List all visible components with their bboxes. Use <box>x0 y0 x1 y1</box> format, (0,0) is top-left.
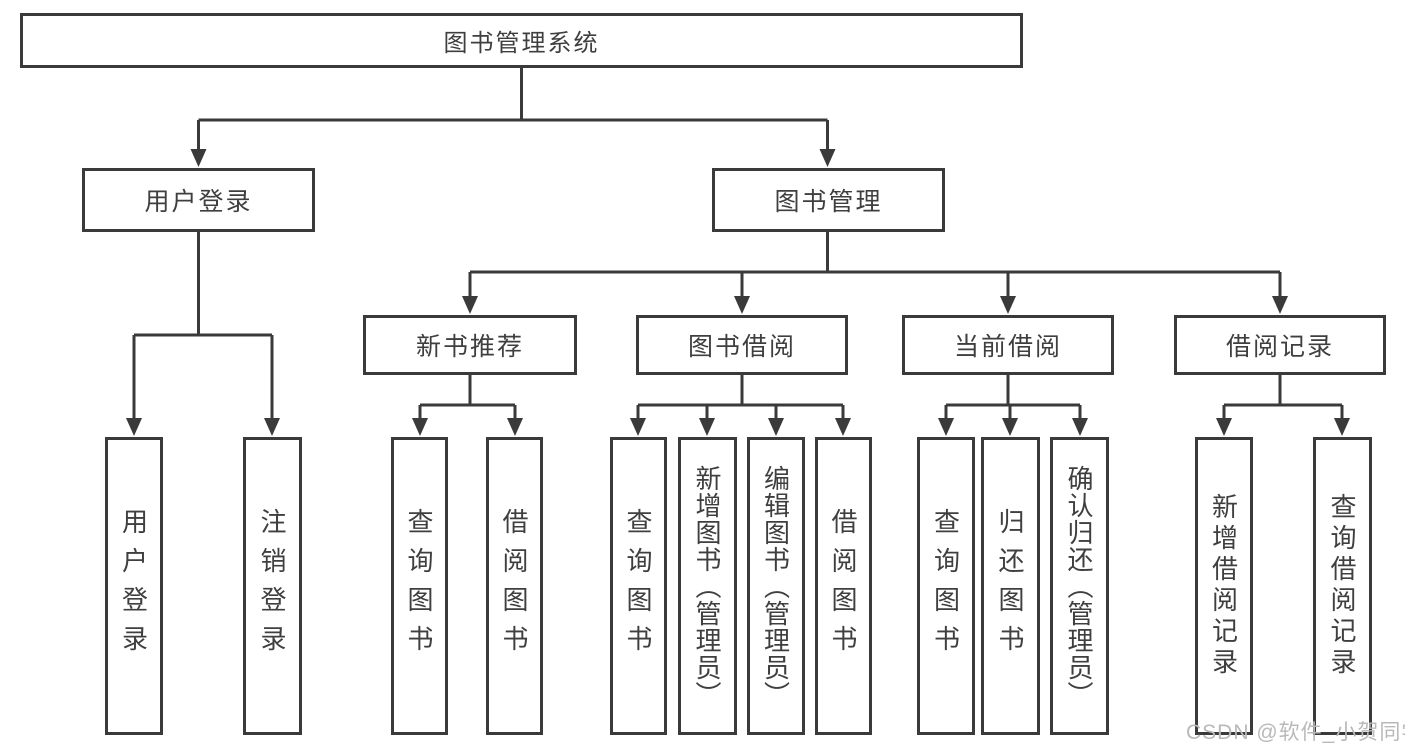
leaf-recommend-borrow-books: 借阅图书 <box>486 437 543 735</box>
leaf-records-add-record-label: 新增借阅记录 <box>1208 493 1239 679</box>
leaf-current-confirm-return-admin: 确认归还（管理员） <box>1050 437 1109 735</box>
leaf-borrow-borrow-books: 借阅图书 <box>815 437 872 735</box>
node-current-borrow-label: 当前借阅 <box>953 333 1062 361</box>
node-borrow-records: 借阅记录 <box>1174 315 1386 375</box>
leaf-borrow-query-books: 查询图书 <box>610 437 667 735</box>
node-root-label: 图书管理系统 <box>443 30 600 57</box>
leaf-borrow-add-books-admin-label: 新增图书（管理员） <box>692 464 722 708</box>
node-new-book-recommend: 新书推荐 <box>363 315 577 375</box>
leaf-logout-login: 注销登录 <box>243 437 302 735</box>
node-book-borrow: 图书借阅 <box>636 315 848 375</box>
node-new-book-recommend-label: 新书推荐 <box>415 333 524 361</box>
leaf-logout-login-label: 注销登录 <box>257 508 287 664</box>
leaf-borrow-query-books-label: 查询图书 <box>623 508 653 664</box>
node-user-login: 用户登录 <box>82 168 315 232</box>
node-book-management-label: 图书管理 <box>774 188 883 216</box>
leaf-current-return-books: 归还图书 <box>981 437 1040 735</box>
leaf-records-query-record-label: 查询借阅记录 <box>1327 493 1357 679</box>
csdn-watermark: CSDN @软件_小贺同学 <box>1186 721 1405 744</box>
node-book-borrow-label: 图书借阅 <box>687 333 796 361</box>
arrowheads <box>126 149 1350 436</box>
leaf-user-login: 用户登录 <box>105 437 163 735</box>
node-borrow-records-label: 借阅记录 <box>1225 333 1334 361</box>
node-root: 图书管理系统 <box>20 13 1023 68</box>
leaf-borrow-borrow-books-label: 借阅图书 <box>828 508 858 664</box>
leaf-user-login-label: 用户登录 <box>118 508 149 664</box>
leaf-current-confirm-return-admin-label: 确认归还（管理员） <box>1064 464 1094 708</box>
leaf-records-query-record: 查询借阅记录 <box>1313 437 1372 735</box>
node-user-login-label: 用户登录 <box>144 188 253 216</box>
leaf-borrow-add-books-admin: 新增图书（管理员） <box>678 437 737 735</box>
leaf-recommend-borrow-books-label: 借阅图书 <box>499 508 529 664</box>
leaf-recommend-query-books-label: 查询图书 <box>404 508 434 664</box>
leaf-current-query-books-label: 查询图书 <box>930 508 961 664</box>
leaf-current-query-books: 查询图书 <box>917 437 975 735</box>
leaf-borrow-edit-books-admin-label: 编辑图书（管理员） <box>760 464 791 708</box>
leaf-recommend-query-books: 查询图书 <box>391 437 448 735</box>
leaf-records-add-record: 新增借阅记录 <box>1195 437 1253 735</box>
node-book-management: 图书管理 <box>712 168 945 232</box>
leaf-borrow-edit-books-admin: 编辑图书（管理员） <box>747 437 805 735</box>
leaf-current-return-books-label: 归还图书 <box>995 508 1025 664</box>
node-current-borrow: 当前借阅 <box>902 315 1114 375</box>
